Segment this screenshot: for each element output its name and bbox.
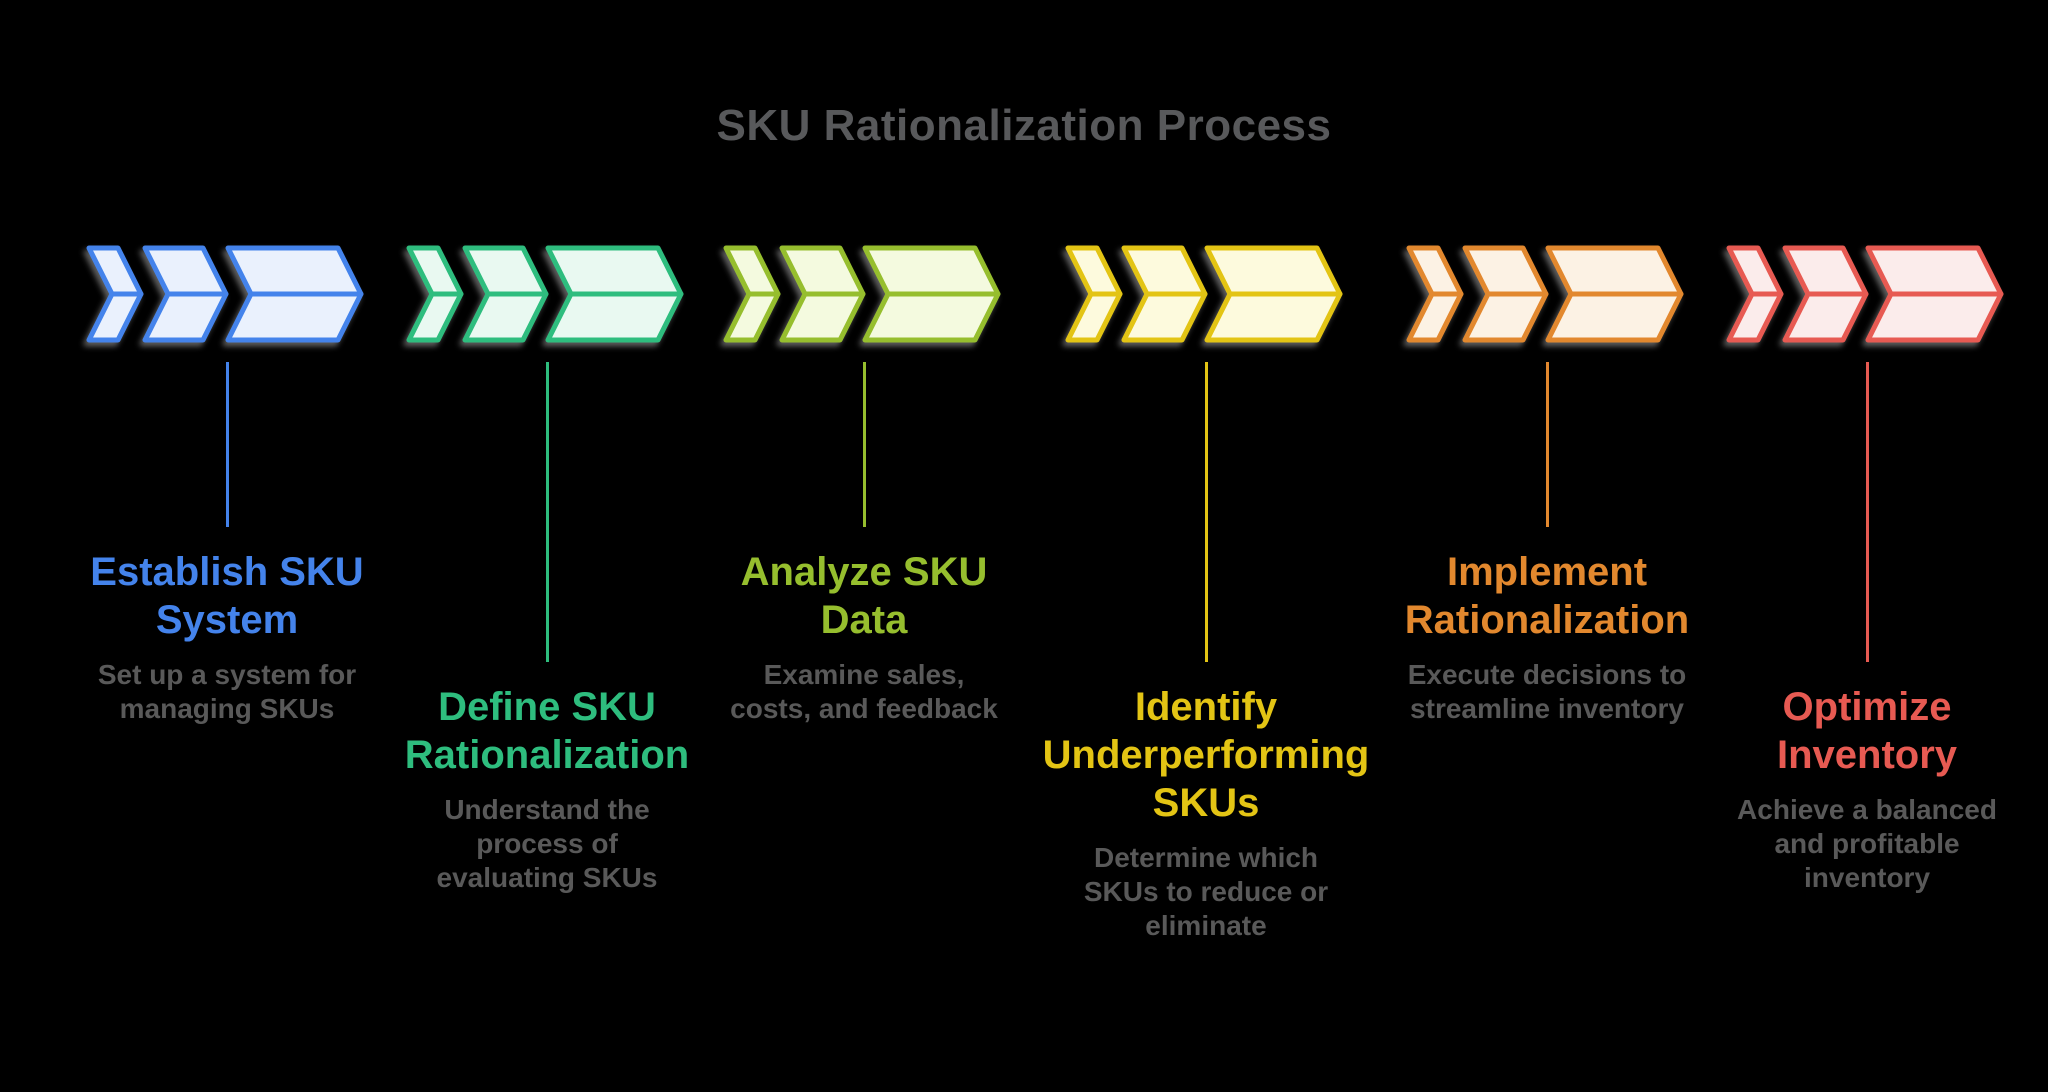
- connector-line: [1204, 362, 1208, 662]
- stage-column-implement-rationalization: Implement Rationalization Execute decisi…: [1367, 245, 1727, 726]
- triple-chevron-right-icon: [1065, 245, 1342, 343]
- stage-description: Understand the process of evaluating SKU…: [436, 794, 658, 893]
- connector-line: [545, 362, 549, 662]
- stage-heading: Identify Underperforming SKUs: [1042, 685, 1370, 825]
- stage-description: Achieve a balanced and profitable invent…: [1737, 794, 1997, 893]
- diagram-title: SKU Rationalization Process: [716, 101, 1332, 150]
- connector-line: [225, 362, 229, 527]
- stage-column-establish-sku-system: Establish SKU System Set up a system for…: [47, 245, 407, 726]
- stage-column-identify-underperforming-skus: Identify Underperforming SKUs Determine …: [1026, 245, 1386, 943]
- stage-column-define-sku-rationalization: Define SKU Rationalization Understand th…: [367, 245, 727, 895]
- stage-heading: Define SKU Rationalization: [404, 685, 690, 777]
- triple-chevron-right-icon: [406, 245, 683, 343]
- connector-line: [1545, 362, 1549, 527]
- connector-line: [1865, 362, 1869, 662]
- triple-chevron-right-icon: [1726, 245, 2003, 343]
- stage-column-optimize-inventory: Optimize Inventory Achieve a balanced an…: [1687, 245, 2047, 895]
- triple-chevron-right-icon: [86, 245, 363, 343]
- stage-description: Set up a system for managing SKUs: [97, 659, 357, 724]
- stage-description: Examine sales, costs, and feedback: [730, 659, 998, 724]
- connector-line: [862, 362, 866, 527]
- stage-heading: Analyze SKU Data: [740, 550, 988, 642]
- stage-column-analyze-sku-data: Analyze SKU Data Examine sales, costs, a…: [684, 245, 1044, 726]
- triple-chevron-right-icon: [723, 245, 1000, 343]
- stage-heading: Establish SKU System: [90, 550, 364, 642]
- stage-heading: Optimize Inventory: [1776, 685, 1958, 777]
- stage-heading: Implement Rationalization: [1404, 550, 1690, 642]
- stage-description: Execute decisions to streamline inventor…: [1407, 659, 1687, 724]
- triple-chevron-right-icon: [1406, 245, 1683, 343]
- stage-description: Determine which SKUs to reduce or elimin…: [1083, 842, 1329, 941]
